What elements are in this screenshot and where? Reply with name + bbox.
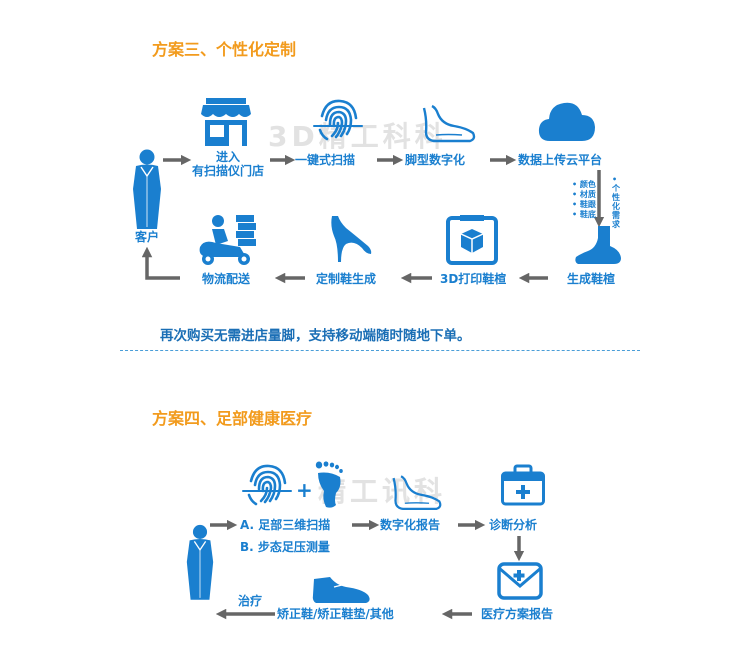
step1-label-line2: 有扫描仪门店 [191, 164, 264, 178]
customer-label: 客户 [134, 230, 159, 244]
step7-label: 定制鞋生成 [316, 272, 377, 286]
fingerprint-icon [242, 464, 292, 506]
medical-envelope-icon [497, 562, 543, 600]
footprint-icon [315, 461, 343, 508]
leather-shoe-icon [312, 577, 370, 603]
custom-demand-note: • 个性化需求 [612, 175, 620, 229]
section-divider [120, 350, 640, 351]
foot-outline-icon [422, 104, 476, 143]
option-sole: • 鞋底 [572, 210, 596, 219]
diagnose-label: 诊断分析 [489, 518, 538, 532]
plan3-banner: 再次购买无需进店量脚，支持移动端随时随地下单。 [160, 328, 471, 344]
custom-options-list: • 颜色 • 材质 • 鞋跟 • 鞋底 [572, 180, 604, 220]
cloud-icon [538, 102, 595, 141]
printer-box-icon [446, 215, 498, 265]
plan3-title: 方案三、个性化定制 [152, 40, 297, 59]
digital-report-label: 数字化报告 [380, 518, 441, 532]
delivery-scooter-icon [199, 215, 256, 265]
plan4-title: 方案四、足部健康医疗 [152, 409, 313, 428]
store-icon [201, 98, 251, 146]
option-heel: • 鞋跟 [572, 200, 596, 209]
fingerprint-icon [313, 99, 363, 141]
medical-plan-label: 医疗方案报告 [481, 607, 554, 621]
option-color: • 颜色 [572, 180, 596, 189]
step3-label: 脚型数字化 [405, 153, 466, 167]
treatment-label: 治疗 [238, 594, 263, 608]
person-icon [133, 149, 161, 229]
step5-label: 生成鞋楦 [567, 272, 616, 286]
plus-sign: + [296, 478, 313, 502]
scan-b-label: B. 步态足压测量 [240, 540, 330, 554]
foot-outline-icon [392, 475, 442, 510]
step6-label: 3D打印鞋楦 [440, 272, 507, 286]
step2-label: 一键式扫描 [295, 153, 356, 167]
person-icon [186, 524, 214, 600]
step8-label: 物流配送 [202, 272, 251, 286]
step1-label-line1: 进入 [215, 150, 240, 164]
option-material: • 材质 [572, 190, 596, 199]
high-heel-icon [331, 216, 372, 262]
arrow-delivery-to-customer [141, 246, 180, 280]
orthotic-label: 矫正鞋/矫正鞋垫/其他 [277, 607, 394, 621]
boot-icon [575, 226, 621, 264]
medical-kit-icon [501, 464, 545, 506]
step4-label: 数据上传云平台 [518, 153, 603, 167]
scan-a-label: A. 足部三维扫描 [240, 518, 331, 532]
